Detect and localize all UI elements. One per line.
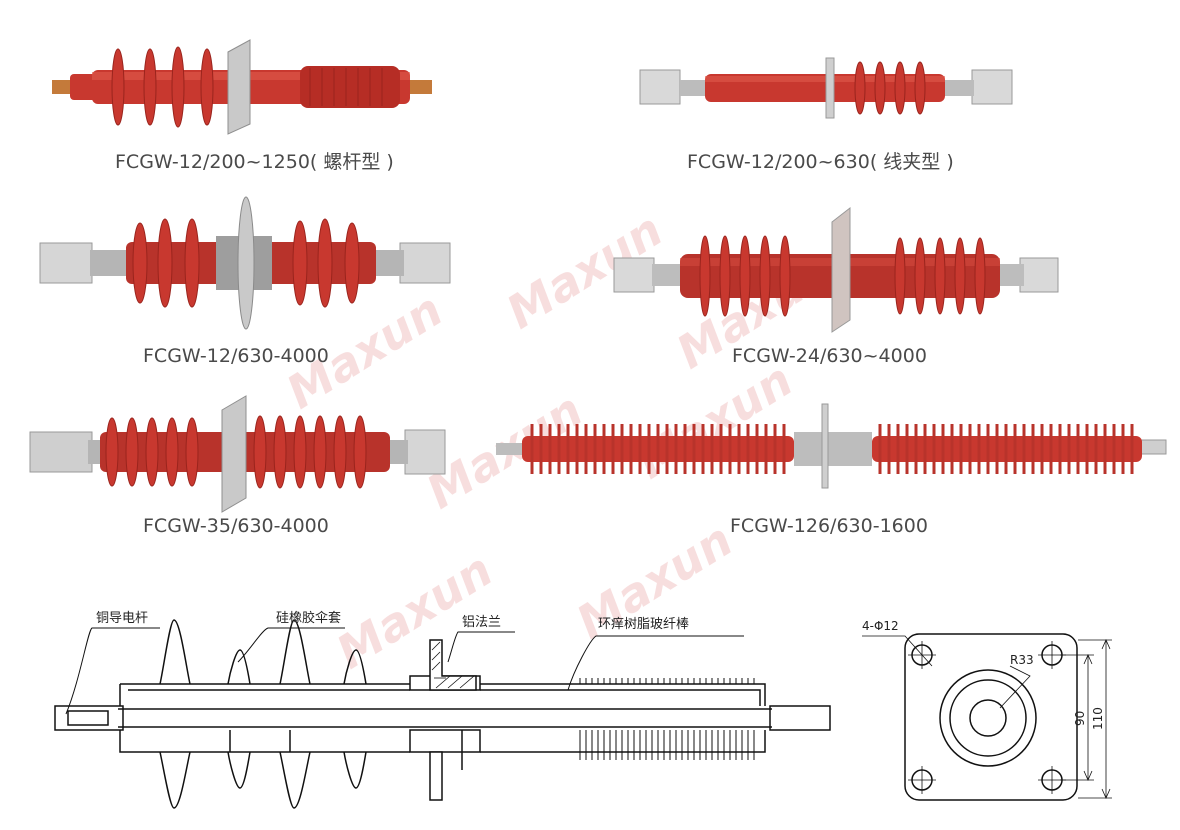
product-caption: FCGW-24/630~4000 [732,345,927,367]
conductor-end-right [769,705,831,731]
radius-label: R33 [1010,653,1034,667]
plate-outline [904,633,1078,801]
product-photo-24kv-4000a [613,206,1059,333]
center-bore [969,699,1007,737]
cross-section-drawing [54,619,831,809]
flange-hatch [431,641,475,689]
label-epoxy-core: 环痒树脂玻纤棒 [598,616,689,632]
rib-pattern [579,730,755,760]
product-photo-clamp-type [639,57,1013,119]
product-photo-bolt-type [52,39,432,135]
product-photo-35kv-4000a [29,395,446,513]
outer-dimension-label: 110 [1091,707,1105,730]
middle-ring [949,679,1027,757]
product-caption: FCGW-12/200~630( 线夹型 ) [687,151,954,173]
watermark-text: Maxun [327,542,501,679]
cross-section-callouts [65,627,744,715]
rib-pattern [579,678,755,684]
product-caption: FCGW-12/630-4000 [143,345,329,367]
product-photo-126kv-1600a [496,403,1167,489]
flange-plate-drawing [862,633,1112,801]
thread-left [67,710,109,726]
outer-ring [939,669,1037,767]
label-aluminum-flange: 铝法兰 [462,615,501,630]
product-photo-12kv-4000a [39,196,451,330]
shed-group [878,424,1134,474]
product-caption: FCGW-126/630-1600 [730,515,928,537]
conductor-end-left [54,705,124,731]
inner-dimension-label: 90 [1073,711,1087,726]
shed-group [530,424,786,474]
hole-spec-label: 4-Φ12 [862,619,899,633]
product-caption: FCGW-35/630-4000 [143,515,329,537]
product-caption: FCGW-12/200~1250( 螺杆型 ) [115,151,394,173]
label-conductor: 铜导电杆 [96,611,148,626]
label-silicone-sheds: 硅橡胶伞套 [276,610,341,626]
